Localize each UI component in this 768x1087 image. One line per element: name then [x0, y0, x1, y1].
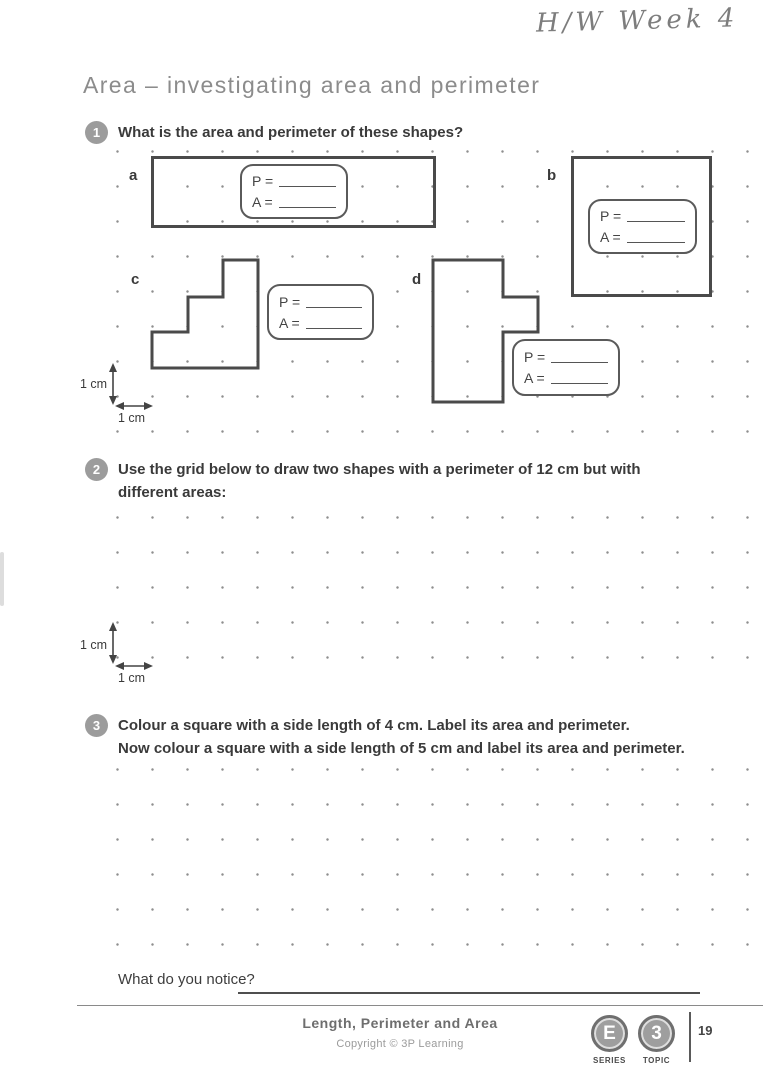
q1-horizontal-scale-label: 1 cm	[118, 411, 146, 425]
notice-question-label: What do you notice?	[118, 971, 255, 988]
question-1-number: 1	[92, 125, 101, 140]
perimeter-answer-blank	[551, 350, 608, 363]
q2-horizontal-scale-arrow	[115, 662, 153, 670]
footer-vertical-divider	[689, 1012, 691, 1062]
shape-a-answer-box: P = A =	[240, 164, 348, 219]
shape-d-answer-box: P = A =	[512, 339, 620, 396]
topic-number: 3	[651, 1022, 662, 1044]
scan-edge-artifact	[0, 552, 4, 606]
shape-c-area-row: A =	[279, 315, 362, 331]
q1-vertical-scale-arrow	[109, 363, 117, 405]
perimeter-label: P =	[524, 349, 546, 365]
area-label: A =	[600, 229, 621, 245]
question-2-text-line2: different areas:	[118, 484, 227, 501]
shape-b-square	[571, 156, 712, 297]
shape-d-area-row: A =	[524, 370, 608, 386]
area-answer-blank	[550, 371, 608, 384]
area-label: A =	[279, 314, 300, 331]
series-letter: E	[603, 1022, 616, 1044]
shape-a-perimeter-row: P =	[252, 173, 336, 189]
area-label: A =	[524, 370, 545, 386]
perimeter-label: P =	[279, 293, 301, 310]
notice-answer-blank	[238, 972, 700, 994]
shape-c-answer-box: P = A =	[267, 284, 374, 340]
question-2-drawing-grid	[100, 500, 765, 675]
series-badge: E	[591, 1015, 628, 1052]
series-badge-label: SERIES	[593, 1056, 626, 1065]
perimeter-answer-blank	[627, 209, 685, 222]
shape-a-area-row: A =	[252, 194, 336, 210]
perimeter-label: P =	[252, 173, 274, 189]
question-2-text-line1: Use the grid below to draw two shapes wi…	[118, 461, 641, 478]
shape-d-label: d	[412, 271, 422, 288]
perimeter-answer-blank	[279, 174, 336, 187]
shape-b-perimeter-row: P =	[600, 208, 685, 224]
footer-copyright: Copyright © 3P Learning	[336, 1038, 464, 1050]
shape-c-label: c	[131, 271, 140, 288]
page-number: 19	[698, 1023, 713, 1038]
topic-badge: 3	[638, 1015, 675, 1052]
question-2-badge: 2	[85, 458, 108, 481]
handwritten-homework-note: H/W Week 4	[535, 3, 739, 39]
shape-c-perimeter-row: P =	[279, 294, 362, 310]
q1-horizontal-scale-arrow	[115, 402, 153, 410]
footer-divider	[77, 1005, 763, 1006]
question-3-colouring-grid	[100, 752, 765, 962]
q1-vertical-scale-label: 1 cm	[80, 377, 108, 391]
topic-badge-label: TOPIC	[642, 1056, 671, 1065]
q2-vertical-scale-arrow	[109, 622, 117, 664]
shape-b-label: b	[547, 167, 557, 184]
shape-d-polygon	[431, 258, 540, 404]
shape-b-area-row: A =	[600, 229, 685, 245]
question-2-number: 2	[92, 462, 101, 477]
area-label: A =	[252, 194, 273, 210]
shape-b-answer-box: P = A =	[588, 199, 697, 254]
shape-c-staircase	[150, 258, 260, 370]
area-answer-blank	[305, 316, 362, 329]
area-answer-blank	[278, 195, 336, 208]
question-3-text-line1: Colour a square with a side length of 4 …	[118, 717, 630, 734]
question-3-badge: 3	[85, 714, 108, 737]
perimeter-answer-blank	[306, 295, 362, 308]
shape-a-rectangle	[151, 156, 436, 228]
q2-horizontal-scale-label: 1 cm	[118, 671, 146, 685]
shape-a-label: a	[129, 167, 138, 184]
footer-chapter-title: Length, Perimeter and Area	[302, 1015, 498, 1031]
area-answer-blank	[626, 230, 685, 243]
q2-vertical-scale-label: 1 cm	[80, 638, 108, 652]
shape-d-perimeter-row: P =	[524, 349, 608, 365]
perimeter-label: P =	[600, 208, 622, 224]
question-3-number: 3	[92, 718, 101, 733]
page-title: Area – investigating area and perimeter	[83, 72, 541, 98]
